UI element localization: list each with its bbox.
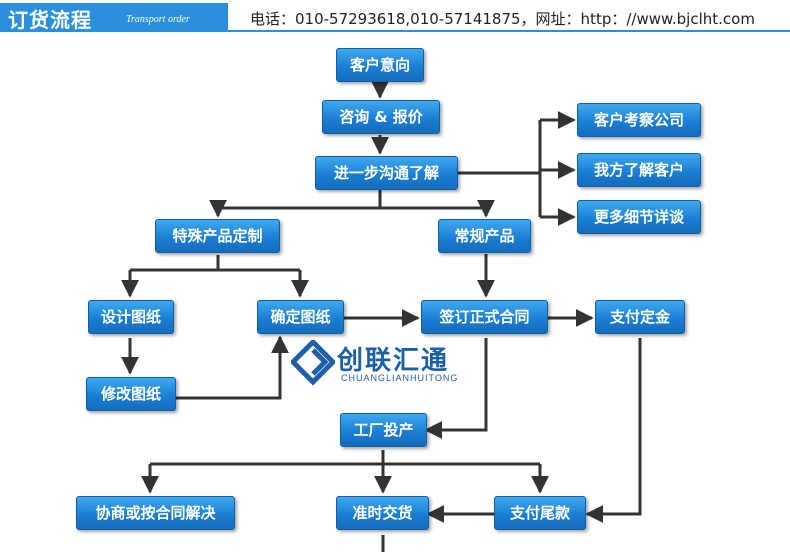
node-regular-product: 常规产品 [438, 219, 531, 253]
node-negotiate: 协商或按合同解决 [76, 496, 235, 530]
node-customer-visit: 客户考察公司 [577, 103, 701, 137]
header-divider [228, 30, 790, 32]
watermark-logo: 创联汇通 CHUANGLIANHUITONG [291, 340, 491, 390]
node-revise-drawing: 修改图纸 [86, 377, 176, 411]
connector-contract-factory [424, 338, 488, 439]
page-title: 订货流程 [8, 8, 92, 32]
logo-mark-icon [291, 340, 335, 386]
title-block: 订货流程 Transport order [0, 3, 228, 32]
logo-name-en: CHUANGLIANHUITONG [341, 373, 459, 383]
page-subtitle: Transport order [126, 14, 190, 25]
node-inquiry-quote: 咨询 & 报价 [322, 100, 440, 134]
connector-deposit-balance [585, 338, 642, 523]
node-we-understand: 我方了解客户 [577, 153, 701, 187]
logo-name-cn: 创联汇通 [337, 346, 450, 376]
node-more-details: 更多细节详谈 [577, 200, 701, 234]
node-delivery: 准时交货 [336, 496, 429, 530]
node-further-communication: 进一步沟通了解 [315, 156, 458, 190]
node-design-drawing: 设计图纸 [88, 300, 174, 334]
node-factory-production: 工厂投产 [340, 413, 427, 447]
node-pay-balance: 支付尾款 [494, 496, 586, 530]
node-customer-intent: 客户意向 [336, 48, 424, 82]
node-pay-deposit: 支付定金 [595, 300, 685, 334]
header: 订货流程 Transport order 电话：010-57293618,010… [0, 0, 790, 36]
node-confirm-drawing: 确定图纸 [257, 300, 344, 334]
connector-revise-confirm [176, 335, 289, 400]
contact-info: 电话：010-57293618,010-57141875，网址：http：//w… [250, 10, 755, 28]
node-custom-product: 特殊产品定制 [155, 219, 280, 253]
node-sign-contract: 签订正式合同 [421, 300, 548, 334]
